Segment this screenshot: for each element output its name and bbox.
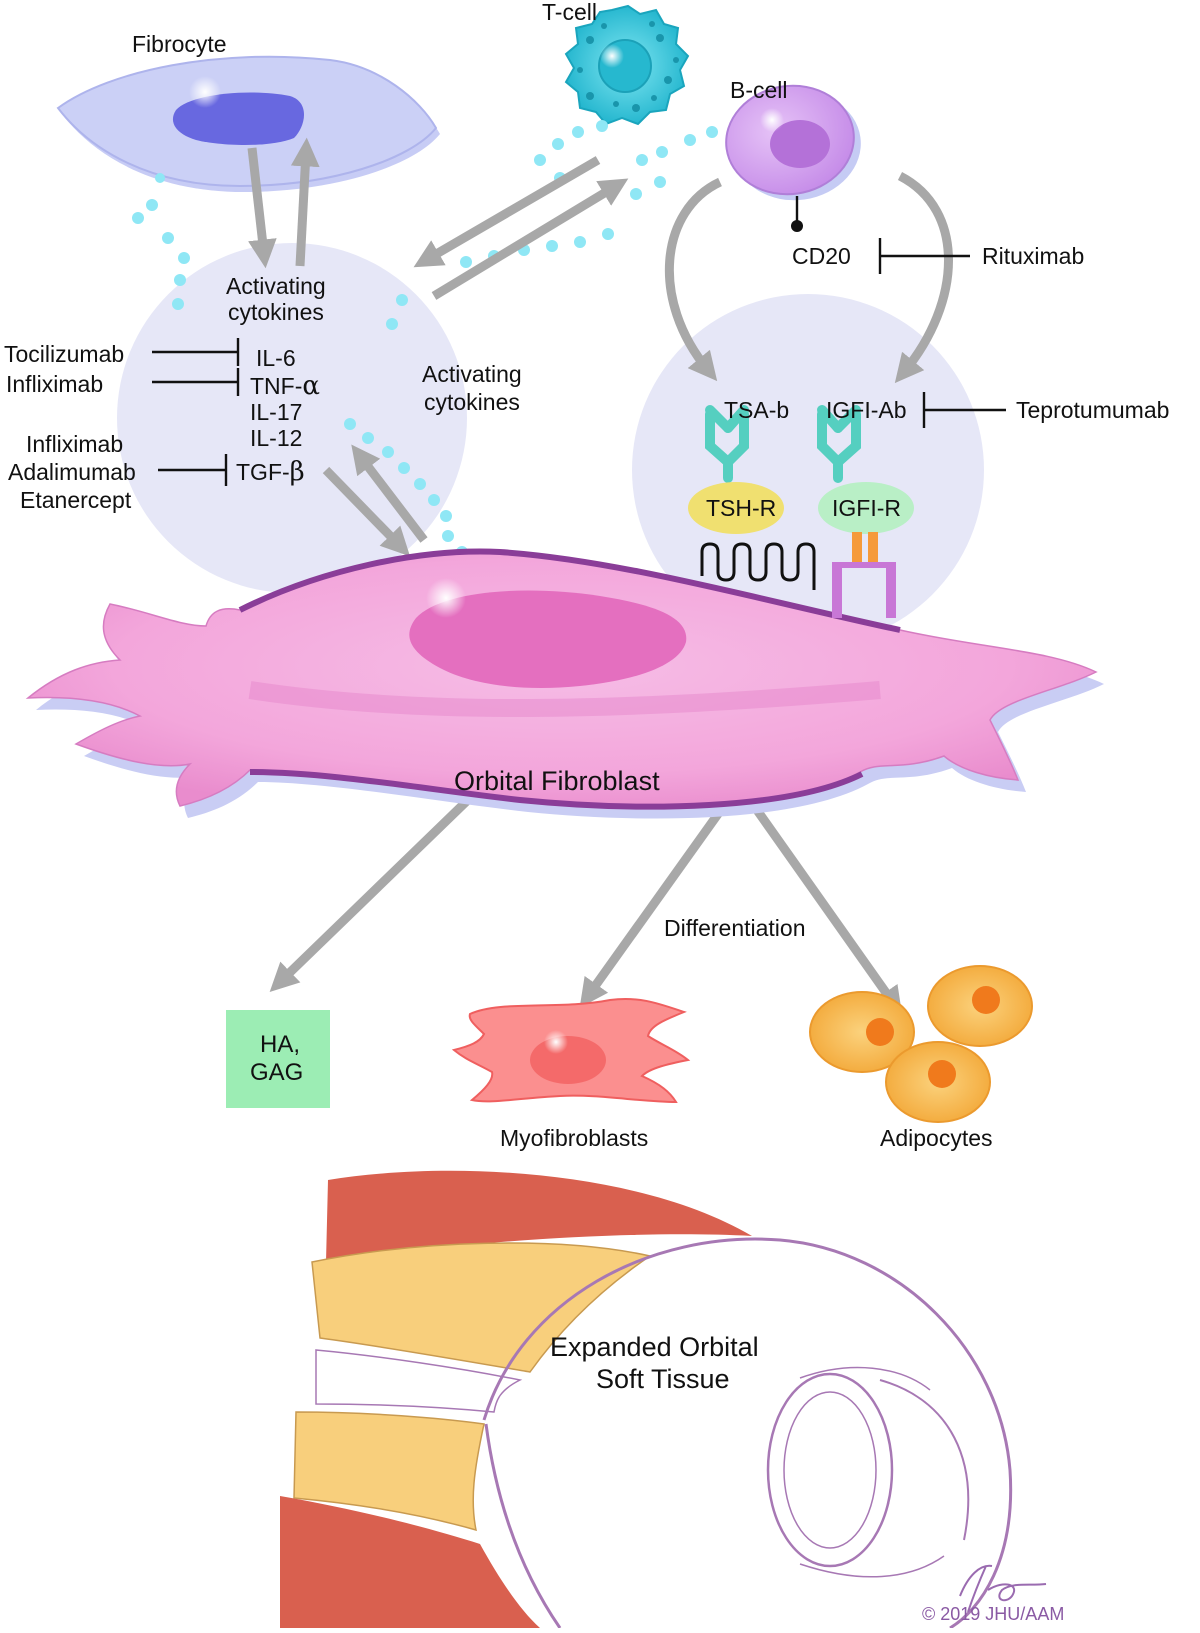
cytokine-il6: IL-6 <box>256 345 296 371</box>
cytokine-tnf: TNF-α <box>250 371 320 401</box>
t-cell-label: T-cell <box>542 0 597 25</box>
cytokine-zone-circle <box>117 243 467 593</box>
orbital-fibroblast-cell <box>25 548 1104 819</box>
myofibroblast-cell <box>451 997 691 1104</box>
activating-cytokines-left-2: cytokines <box>228 299 324 325</box>
antibody-arms <box>705 405 861 433</box>
cd20-label: CD20 <box>792 243 851 269</box>
adipocyte-cells <box>809 965 1033 1123</box>
infliximab-label-2: Infliximab <box>26 431 123 457</box>
adalimumab-label: Adalimumab <box>8 459 136 485</box>
copyright-label: © 2019 JHU/AAM <box>922 1604 1064 1624</box>
tocilizumab-label: Tocilizumab <box>4 341 124 367</box>
ha-label: HA, <box>260 1031 300 1058</box>
teprotumumab-label: Teprotumumab <box>1016 397 1169 423</box>
tsa-b-antibody <box>705 409 749 483</box>
activating-cytokines-center-2: cytokines <box>424 389 520 415</box>
etanercept-label: Etanercept <box>20 487 132 513</box>
rituximab-label: Rituximab <box>982 243 1084 269</box>
igfi-ab-antibody <box>817 409 861 483</box>
tissue-label-1: Expanded Orbital <box>550 1332 759 1362</box>
orbit-illustration <box>280 1170 1013 1630</box>
tsh-r-label: TSH-R <box>706 495 776 521</box>
b-cell <box>725 84 861 201</box>
adipocytes-label: Adipocytes <box>880 1125 993 1151</box>
inhibition-marks <box>152 238 1006 486</box>
alpha-symbol: α <box>302 371 320 401</box>
activating-cytokines-left-1: Activating <box>226 273 326 299</box>
tissue-label-2: Soft Tissue <box>596 1364 730 1394</box>
differentiation-label: Differentiation <box>664 915 806 941</box>
cd20-marker <box>791 220 803 232</box>
orbital-fibroblast-label: Orbital Fibroblast <box>454 766 660 796</box>
signal-arrows <box>247 137 953 1016</box>
igfi-r-receptor <box>818 482 914 534</box>
fibrocyte-cell <box>56 55 440 192</box>
t-cell <box>564 4 690 126</box>
igfi-ab-label: IGFI-Ab <box>826 397 907 423</box>
activating-cytokines-center-1: Activating <box>422 361 522 387</box>
cytokine-il12: IL-12 <box>250 425 302 451</box>
beta-symbol: β <box>290 457 305 487</box>
tsh-r-receptor <box>688 482 784 534</box>
ha-gag-box <box>226 1010 330 1108</box>
infliximab-label-1: Infliximab <box>6 371 103 397</box>
myofibroblasts-label: Myofibroblasts <box>500 1125 648 1151</box>
artist-signature <box>959 1564 1047 1613</box>
cytokine-il17: IL-17 <box>250 399 302 425</box>
gag-label: GAG <box>250 1059 303 1086</box>
b-cell-label: B-cell <box>730 77 788 103</box>
igfi-r-label: IGFI-R <box>832 495 901 521</box>
fibrocyte-label: Fibrocyte <box>132 31 227 57</box>
igfi-r-transmembrane <box>832 532 896 618</box>
cytokine-tgf: TGF-β <box>236 457 305 487</box>
tsh-r-transmembrane <box>700 542 816 590</box>
tsa-b-label: TSA-b <box>724 397 789 423</box>
